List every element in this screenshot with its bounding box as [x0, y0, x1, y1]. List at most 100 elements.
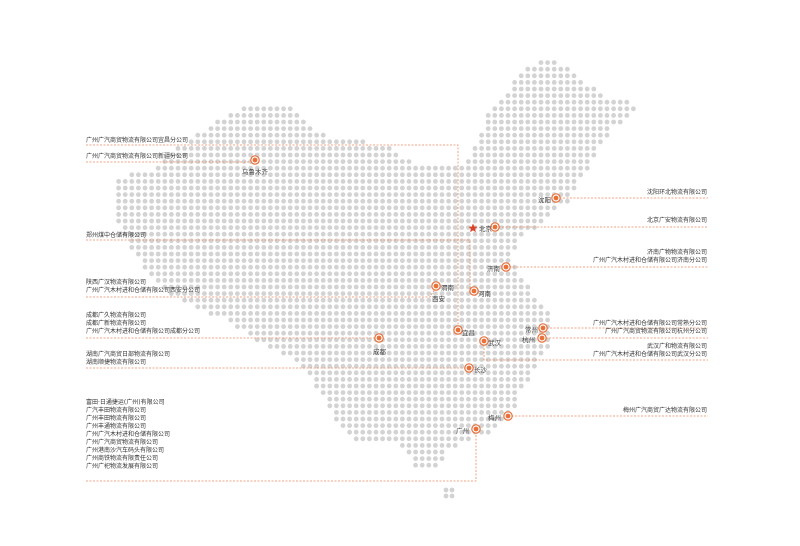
- map-dot: [215, 264, 221, 270]
- map-dot: [558, 139, 564, 145]
- map-dot: [307, 146, 313, 151]
- map-dot: [400, 218, 405, 224]
- map-dot: [479, 383, 484, 389]
- map-dot: [459, 396, 465, 402]
- map-dot: [175, 198, 181, 204]
- map-dot: [334, 271, 339, 277]
- map-dot: [380, 324, 385, 329]
- map-dot: [532, 179, 537, 184]
- map-dot: [393, 185, 399, 191]
- map-dot: [241, 179, 247, 184]
- map-dot: [565, 106, 570, 112]
- map-dot: [195, 218, 201, 224]
- map-dot: [558, 66, 564, 72]
- map-dot: [452, 297, 458, 303]
- map-dot: [307, 370, 313, 376]
- map-dot: [208, 192, 214, 198]
- map-dot: [314, 225, 319, 231]
- map-dot: [393, 330, 399, 336]
- map-dot: [353, 146, 359, 151]
- map-dot: [367, 238, 372, 244]
- city-label-shenyang: 沈阳: [538, 196, 551, 204]
- map-dot: [518, 370, 524, 376]
- map-dot: [353, 390, 359, 395]
- map-dot: [367, 357, 372, 362]
- map-dot: [485, 238, 491, 244]
- map-dot: [380, 179, 385, 184]
- map-dot: [334, 231, 339, 237]
- map-dot: [367, 185, 372, 191]
- map-dot: [433, 291, 438, 296]
- map-dot: [307, 192, 313, 198]
- map-dot: [202, 284, 207, 290]
- map-dot: [472, 304, 478, 310]
- map-dot: [406, 357, 412, 362]
- map-dot: [479, 132, 484, 138]
- map-dot: [327, 165, 333, 171]
- map-dot: [452, 410, 458, 415]
- map-dot: [340, 238, 346, 244]
- map-dot: [367, 192, 372, 198]
- map-dot: [472, 383, 478, 389]
- map-dot: [466, 185, 471, 191]
- map-dot: [611, 99, 616, 105]
- map-dot: [188, 271, 194, 277]
- map-dot: [433, 330, 438, 336]
- map-dot: [235, 238, 240, 244]
- map-dot: [360, 363, 366, 369]
- map-dot: [413, 423, 418, 428]
- map-dot: [571, 146, 577, 151]
- map-dot: [182, 165, 188, 171]
- map-dot: [287, 185, 293, 191]
- map-dot: [175, 212, 181, 217]
- map-dot: [459, 212, 465, 217]
- map-dot: [373, 231, 379, 237]
- map-dot: [452, 179, 458, 184]
- map-dot: [241, 205, 247, 211]
- map-dot: [314, 132, 319, 138]
- map-dot: [195, 165, 201, 171]
- map-dot: [347, 383, 352, 389]
- map-dot: [393, 238, 399, 244]
- map-dot: [261, 192, 267, 198]
- star-icon: [468, 223, 478, 233]
- map-dot: [406, 218, 412, 224]
- map-dot: [433, 377, 438, 382]
- map-dot: [340, 344, 346, 349]
- map-dot: [499, 297, 504, 303]
- map-dot: [367, 383, 372, 389]
- map-dot: [175, 231, 181, 237]
- map-dot: [215, 212, 221, 217]
- map-dot: [466, 251, 471, 257]
- map-dot: [129, 185, 135, 191]
- map-dot: [320, 179, 326, 184]
- map-dot: [340, 192, 346, 198]
- map-dot: [340, 225, 346, 231]
- map-dot: [591, 139, 597, 145]
- map-dot: [426, 291, 432, 296]
- map-dot: [472, 324, 478, 329]
- map-dot: [466, 311, 471, 316]
- map-dot: [446, 185, 451, 191]
- map-dot: [393, 245, 399, 250]
- map-dot: [202, 278, 207, 283]
- map-dot: [532, 126, 537, 131]
- map-dot: [334, 291, 339, 296]
- map-dot: [565, 192, 570, 198]
- map-dot: [327, 390, 333, 395]
- map-dot: [459, 179, 465, 184]
- map-dot: [347, 212, 352, 217]
- map-dot: [254, 179, 260, 184]
- map-dot: [466, 245, 471, 250]
- location-dot-icon-core: [492, 224, 498, 230]
- map-dot: [380, 436, 385, 442]
- map-dot: [235, 218, 240, 224]
- map-dot: [565, 146, 570, 151]
- map-dot: [228, 218, 234, 224]
- map-dot: [380, 245, 385, 250]
- map-dot: [287, 225, 293, 231]
- map-dot: [142, 205, 148, 211]
- map-dot: [406, 225, 412, 231]
- map-dot: [287, 284, 293, 290]
- map-dot: [485, 258, 491, 263]
